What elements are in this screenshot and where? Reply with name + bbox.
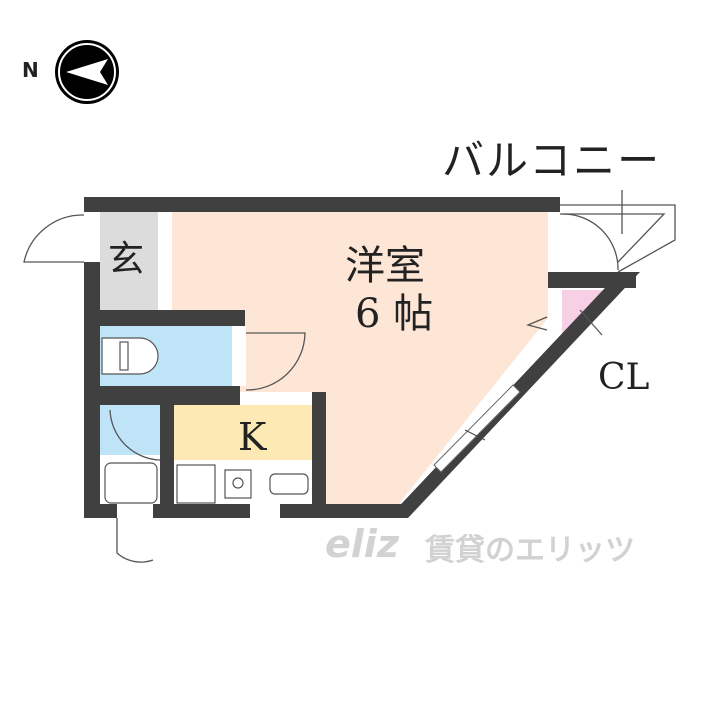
- western-room-label: 洋室: [345, 243, 425, 289]
- compass-north-label: N: [22, 58, 39, 82]
- fixtures: [101, 337, 309, 504]
- closet-label: CL: [598, 357, 650, 398]
- washroom-fill: [100, 405, 160, 455]
- watermark-text: 賃貸のエリッツ: [425, 533, 635, 568]
- western-room-size: 6 帖: [355, 291, 434, 337]
- entrance-label: 玄: [108, 239, 145, 280]
- toilet-icon: [101, 337, 159, 375]
- watermark-logo: eliz: [325, 522, 399, 566]
- compass-arrow-icon: [55, 40, 119, 104]
- entrance-fill: [100, 212, 158, 310]
- balcony-label: バルコニー: [442, 136, 662, 185]
- doors: [23, 190, 676, 563]
- kitchen-fill: [174, 405, 312, 460]
- window: [433, 384, 521, 473]
- kitchen-label: K: [238, 415, 267, 459]
- western-room-fill: [172, 212, 548, 505]
